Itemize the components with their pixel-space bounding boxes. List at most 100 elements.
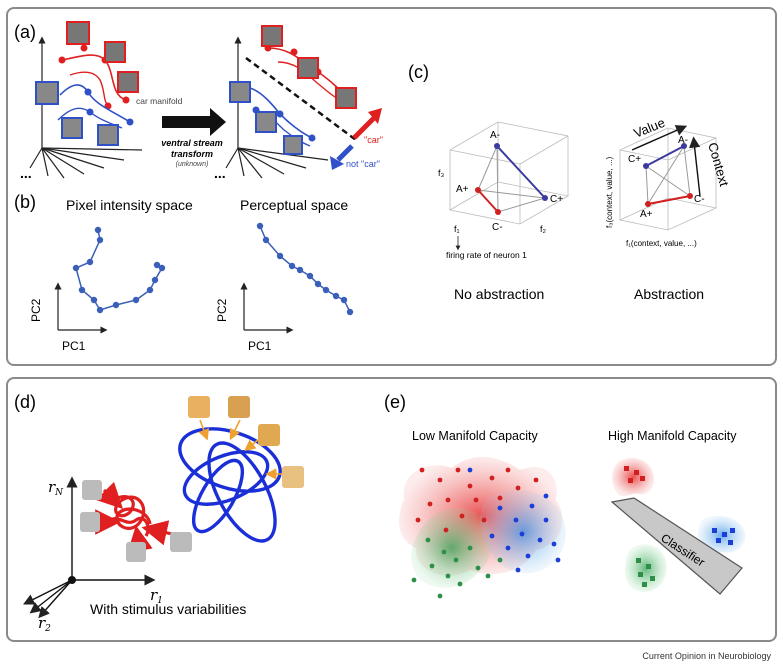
- cloud-point: [457, 581, 463, 587]
- trajectory-point: [86, 258, 94, 266]
- cloud-point: [411, 577, 417, 583]
- perceptual-space-axes: [240, 282, 294, 334]
- trajectory-point: [322, 286, 330, 294]
- car-arrow: [352, 108, 382, 140]
- classifier-plane: [610, 497, 743, 595]
- trajectory-point: [72, 264, 80, 272]
- perceptual-space-title: Perceptual space: [240, 197, 348, 213]
- ventral-stream-arrow: [162, 108, 226, 136]
- perceptual-space-trajectory: [256, 222, 354, 316]
- trajectory-point: [158, 264, 166, 272]
- trajectory-point: [96, 236, 104, 244]
- panel-d-axes: [22, 476, 156, 619]
- trajectory-point: [96, 306, 104, 314]
- cloud-point: [453, 557, 459, 563]
- trajectory-point: [288, 262, 296, 270]
- cloud-point: [519, 531, 525, 537]
- cloud-point: [467, 467, 473, 473]
- high-capacity-title: High Manifold Capacity: [608, 429, 737, 443]
- axis-r1-r: r: [150, 586, 158, 604]
- trajectory-point: [332, 292, 340, 300]
- cloud-point: [467, 545, 473, 551]
- panel-b-label: (b): [14, 192, 36, 212]
- transform-note: (unknown): [176, 161, 209, 168]
- panel-a-label: (a): [14, 22, 36, 42]
- cloud-point: [513, 517, 519, 523]
- panel-a-right-axes: [225, 36, 329, 179]
- axis-r2-r: r: [38, 614, 46, 632]
- cloud-point: [443, 527, 449, 533]
- cloud-point: [455, 467, 461, 473]
- trajectory-point: [340, 296, 348, 304]
- trajectory-point: [146, 286, 154, 294]
- cloud-point: [537, 537, 543, 543]
- trajectory-point: [296, 266, 304, 274]
- cloud-point: [485, 573, 491, 579]
- trajectory-point: [306, 272, 314, 280]
- cloud-point: [419, 467, 425, 473]
- decision-boundary: [245, 56, 357, 142]
- cloud-point: [445, 573, 451, 579]
- cloud-point: [459, 513, 465, 519]
- transform-label-2: transform: [171, 149, 213, 159]
- axis-r2-label: r2: [38, 614, 51, 634]
- trajectory-point: [346, 308, 354, 316]
- cloud-point: [415, 517, 421, 523]
- cloud-point: [505, 467, 511, 473]
- no-abstraction-cube: [448, 121, 570, 225]
- pixel-space-axes: [54, 282, 108, 334]
- c-right-point-a-minus: A-: [678, 135, 688, 146]
- c-left-axis-f1: f₁: [454, 224, 460, 234]
- cloud-point: [475, 565, 481, 571]
- pixel-pc2-label: PC2: [29, 298, 43, 322]
- car-manifold-label: car manifold: [136, 96, 183, 106]
- c-left-axis-f3: f₃: [438, 168, 445, 178]
- trajectory-point: [90, 296, 98, 304]
- trajectory-point: [132, 296, 140, 304]
- c-left-point-a-plus: A+: [456, 184, 469, 195]
- cat-manifold-tangle: [95, 481, 173, 553]
- cloud-point: [467, 483, 473, 489]
- not-car-label: not "car": [346, 159, 380, 169]
- cloud-point: [445, 497, 451, 503]
- axis-rN-label: rN: [48, 478, 64, 498]
- cloud-point: [437, 593, 443, 599]
- top-panel: [6, 7, 777, 366]
- panel-a-right-ellipsis: ...: [214, 165, 226, 181]
- value-axis-arrow: [631, 125, 688, 151]
- not-car-arrow: [330, 144, 354, 170]
- trajectory-point: [151, 276, 159, 284]
- abstraction-cube: [618, 127, 718, 231]
- trajectory-point: [256, 222, 264, 230]
- low-capacity-points: [411, 467, 561, 599]
- transform-label-1: ventral stream: [161, 138, 223, 148]
- cloud-point: [425, 537, 431, 543]
- car-image-thumbnails: [35, 21, 139, 146]
- panel-a-left-ellipsis: ...: [20, 165, 32, 181]
- low-capacity-title: Low Manifold Capacity: [412, 429, 539, 443]
- pixel-pc1-label: PC1: [62, 339, 86, 353]
- low-capacity-clouds: [399, 456, 566, 588]
- cloud-point: [441, 549, 447, 555]
- cloud-point: [489, 475, 495, 481]
- c-right-axis-f3: f₃(context, value, ...): [605, 156, 614, 228]
- c-left-point-c-minus: C-: [492, 222, 503, 233]
- cloud-point: [555, 557, 561, 563]
- cloud-point: [525, 553, 531, 559]
- neuron-note: firing rate of neuron 1: [446, 250, 527, 260]
- panel-e-label: (e): [384, 392, 406, 412]
- abstraction-caption: Abstraction: [634, 286, 704, 302]
- c-left-axis-f2: f₂: [540, 224, 547, 234]
- trajectory-point: [314, 280, 322, 288]
- trajectory-point: [112, 301, 120, 309]
- cloud-point: [551, 541, 557, 547]
- cloud-point: [497, 495, 503, 501]
- c-right-axis-f1: f₁(context, value, ...): [626, 239, 697, 248]
- cloud-point: [481, 517, 487, 523]
- trajectory-point: [262, 236, 270, 244]
- c-left-point-c-plus: C+: [550, 194, 563, 205]
- axis-rN-sub: N: [54, 488, 64, 498]
- panel-c-label: (c): [408, 62, 429, 82]
- trajectory-point: [94, 226, 102, 234]
